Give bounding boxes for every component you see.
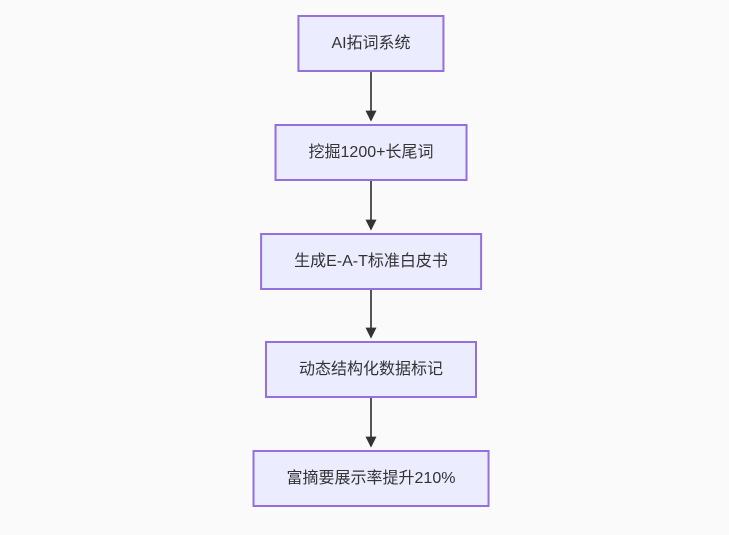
flow-node-ai-keyword-system: AI拓词系统 <box>297 15 445 72</box>
flow-node-label: 富摘要展示率提升210% <box>286 469 456 487</box>
flow-node-structured-data: 动态结构化数据标记 <box>264 341 478 398</box>
flow-node-label: 动态结构化数据标记 <box>298 360 444 378</box>
flow-node-eat-whitepaper: 生成E-A-T标准白皮书 <box>260 233 482 290</box>
flow-node-label: 挖掘1200+长尾词 <box>308 143 434 161</box>
flow-node-longtail-mining: 挖掘1200+长尾词 <box>274 124 468 181</box>
flow-node-label: 生成E-A-T标准白皮书 <box>294 252 448 270</box>
flow-node-label: AI拓词系统 <box>331 34 411 52</box>
flow-node-rich-snippet-result: 富摘要展示率提升210% <box>252 450 490 507</box>
